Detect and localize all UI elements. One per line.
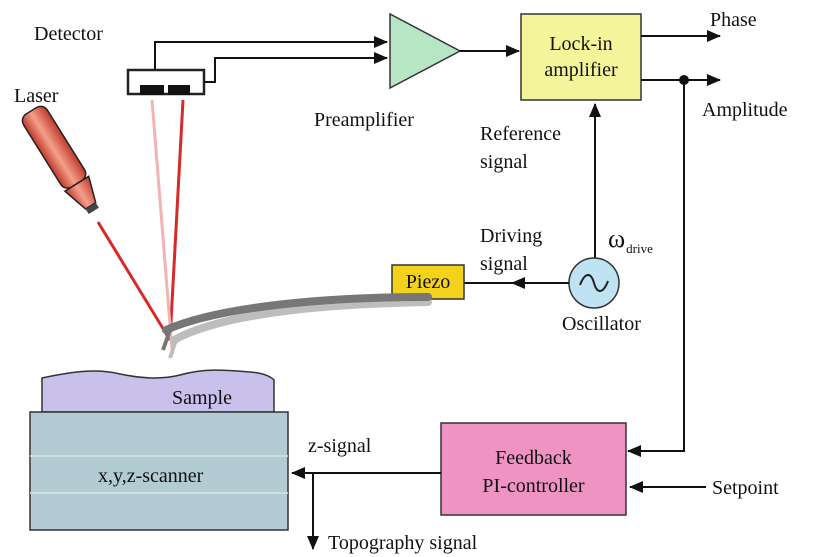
omega-drive-label: ωdrive [608,224,653,256]
detector-wires [154,36,388,83]
omega-subscript: drive [626,241,653,256]
z-signal-label: z-signal [308,435,372,457]
preamplifier-icon [389,12,462,90]
oscillator-label: Oscillator [562,313,641,335]
detector-icon [126,68,206,96]
amplitude-label: Amplitude [702,99,788,121]
laser-beams [96,99,185,351]
preamplifier-label: Preamplifier [314,109,414,131]
oscillator-icon [568,257,620,309]
topography-label: Topography signal [328,532,478,554]
lockin-amplifier-box [520,13,642,101]
feedback-label-line2: PI-controller [482,475,585,497]
setpoint-label: Setpoint [712,477,779,499]
detector-label: Detector [34,23,103,45]
feedback-controller-box [440,422,627,516]
driving-label-line1: Driving [480,225,543,247]
laser-icon [21,105,99,215]
amplitude-to-feedback-line [627,80,685,457]
scanner-label: x,y,z-scanner [98,465,204,487]
lockin-label-line2: amplifier [544,59,618,81]
reference-label-line2: signal [480,151,528,173]
feedback-label-line1: Feedback [495,447,572,469]
omega-symbol: ω [608,224,626,253]
reflected-beam [168,99,185,341]
cantilever-icon [161,293,432,359]
driving-label-line2: signal [480,253,528,275]
reference-label-line1: Reference [480,123,562,145]
phase-label: Phase [710,9,757,31]
lockin-label-line1: Lock-in [549,33,613,55]
piezo-label: Piezo [405,271,451,293]
scanner-box [29,411,289,531]
reflected-beam-faint [150,99,174,351]
incident-beam [96,221,172,341]
laser-label: Laser [14,85,59,107]
sample-label: Sample [172,387,232,409]
sample-shape [41,369,275,413]
